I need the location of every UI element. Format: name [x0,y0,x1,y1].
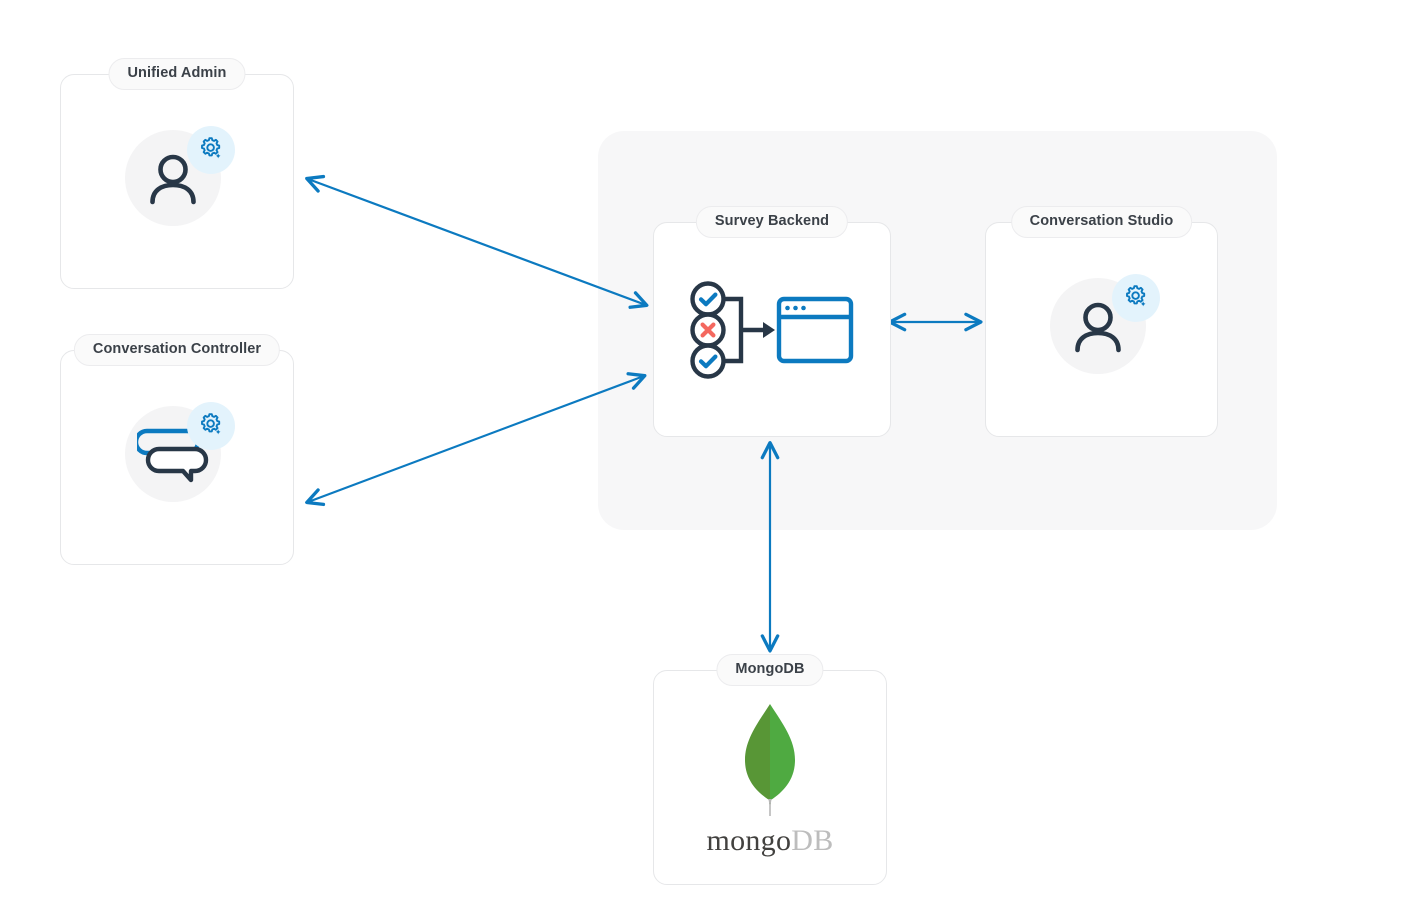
node-unified-admin[interactable]: Unified Admin [60,58,294,289]
user-icon [1050,278,1146,374]
mongodb-leaf-icon [745,703,795,816]
node-conversation-controller-body [61,351,293,564]
chat-bubbles-gear-glyph [125,401,235,510]
mongodb-wordmark-dark: mongo [706,823,792,857]
user-icon [125,130,221,226]
mongodb-logo: mongoDB [706,700,833,856]
mongodb-wordmark: mongoDB [706,823,834,857]
node-mongodb-body: mongoDB [654,671,886,884]
gear-sparkle-icon [187,125,235,174]
node-mongodb-label: MongoDB [716,654,824,686]
node-unified-admin-body [61,75,293,288]
user-gear-glyph [125,125,235,234]
node-survey-backend-label: Survey Backend [695,206,849,238]
node-conversation-controller[interactable]: Conversation Controller [60,334,294,565]
node-mongodb[interactable]: MongoDB mongoDB [653,654,887,885]
gear-sparkle-icon [1111,273,1160,322]
node-conversation-studio-body [986,223,1217,436]
connection-conversation-controller-to-survey-backend [305,372,647,507]
survey-validation-window-icon [689,280,855,379]
node-unified-admin-label: Unified Admin [108,58,246,90]
user-gear-glyph [1049,273,1160,382]
node-conversation-studio[interactable]: Conversation Studio [985,206,1218,437]
node-survey-backend[interactable]: Survey Backend [653,206,891,437]
node-survey-backend-body [654,223,890,436]
gear-sparkle-icon [187,401,235,450]
node-conversation-controller-label: Conversation Controller [73,334,281,366]
node-conversation-studio-label: Conversation Studio [1010,206,1193,238]
mongodb-wordmark-light: DB [791,823,834,857]
connection-unified-admin-to-survey-backend [305,174,649,309]
